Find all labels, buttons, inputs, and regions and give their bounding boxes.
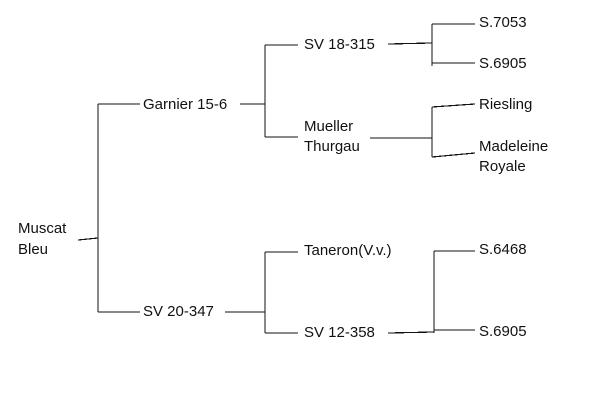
sv18315-connector	[387, 42, 433, 45]
grandparent-mueller-line1: Mueller	[304, 118, 354, 135]
parent-lower-label: SV 20-347	[143, 303, 214, 320]
branch-to-madeleine	[431, 152, 476, 158]
root-connector	[77, 237, 99, 241]
grandparent-sv18315-label: SV 18-315	[304, 36, 375, 53]
grandparent-taneron-label: Taneron(V.v.)	[304, 242, 392, 259]
great-grandparent-s6905-lower-label: S.6905	[479, 323, 527, 340]
grandparent-sv12358-label: SV 12-358	[304, 324, 375, 341]
great-grandparent-riesling-label: Riesling	[479, 96, 533, 113]
root-label-line1: Muscat	[18, 220, 67, 237]
branch-to-riesling	[431, 103, 476, 108]
sv12358-connector	[387, 331, 435, 334]
root-label-line2: Bleu	[18, 241, 49, 258]
parent-upper-label: Garnier 15-6	[143, 96, 228, 113]
grandparent-mueller-line2: Thurgau	[304, 138, 360, 155]
great-grandparent-s6905-upper-label: S.6905	[479, 55, 527, 72]
great-grandparent-madeleine-line1: Madeleine	[479, 138, 549, 155]
great-grandparent-s7053-label: S.7053	[479, 14, 527, 31]
great-grandparent-madeleine-line2: Royale	[479, 158, 526, 175]
great-grandparent-s6468-label: S.6468	[479, 241, 527, 258]
